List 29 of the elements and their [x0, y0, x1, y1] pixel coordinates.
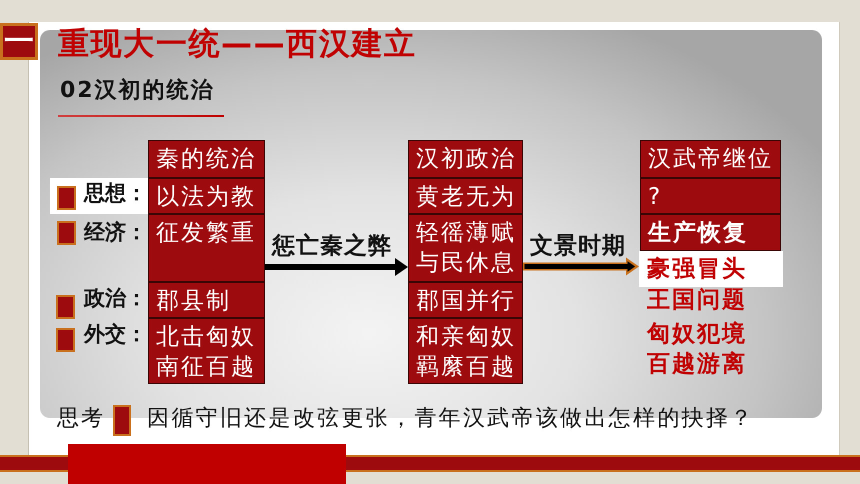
category-label: 思想： [84, 181, 147, 206]
edge-label: 惩亡秦之弊 [272, 232, 392, 260]
question-text: 因循守旧还是改弦更张，青年汉武帝该做出怎样的抉择？ [147, 406, 754, 432]
table-cell: 北击匈奴南征百越 [148, 318, 265, 384]
highlighted-cell: 豪强冒头 [639, 251, 783, 287]
section-subtitle: 02汉初的统治 [60, 78, 215, 104]
arrow [523, 258, 639, 276]
category-label: 外交： [84, 322, 147, 347]
table-cell: ? [640, 178, 781, 214]
table-cell: 汉初政治 [408, 140, 523, 178]
arrow [265, 258, 408, 276]
category-label: 经济： [84, 220, 147, 245]
table-cell: 黄老无为 [408, 178, 523, 214]
issue-label: 匈奴犯境百越游离 [647, 320, 748, 379]
edge-label: 文景时期 [530, 232, 626, 260]
table-cell: 郡国并行 [408, 282, 523, 318]
table-cell: 生产恢复 [640, 214, 781, 251]
table-cell: 和亲匈奴羁縻百越 [408, 318, 523, 384]
category-label: 政治： [84, 286, 147, 311]
section-number-box: 一 [0, 23, 38, 60]
prompt-label: 思考 [57, 406, 105, 432]
table-cell: 以法为教 [148, 178, 265, 214]
table-cell: 征发繁重 [148, 214, 265, 282]
table-cell: 秦的统治 [148, 140, 265, 178]
table-cell: 汉武帝继位 [640, 140, 781, 178]
table-cell: 郡县制 [148, 282, 265, 318]
table-cell: 轻徭薄赋与民休息 [408, 214, 523, 282]
issue-label: 王国问题 [647, 286, 747, 314]
title: 重现大一统——西汉建立 [58, 26, 417, 62]
